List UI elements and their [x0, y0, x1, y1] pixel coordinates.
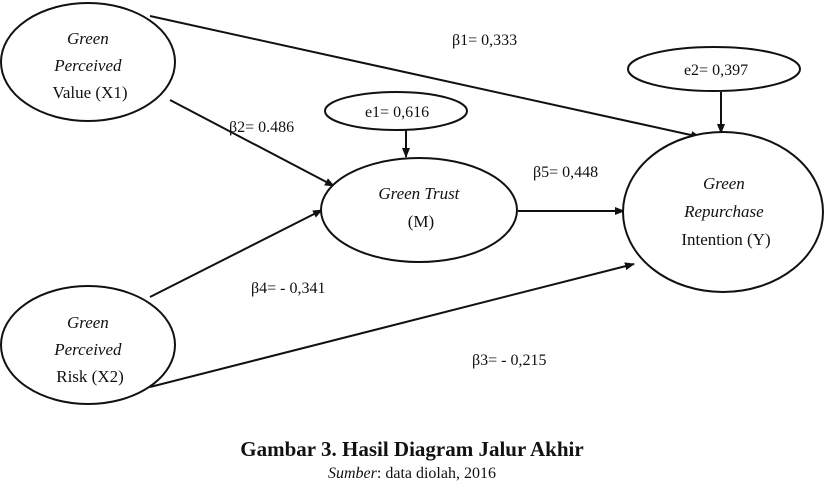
beta-2-label: β2= 0.486 [229, 119, 294, 136]
x1-line-2: Perceived [53, 56, 122, 75]
x2-line-2: Perceived [53, 340, 122, 359]
x2-line-3: Risk (X2) [56, 367, 124, 386]
figure-caption-source: Sumber: data diolah, 2016 [0, 465, 824, 483]
e1-label: e1= 0,616 [365, 104, 429, 121]
beta-4-label: β4= - 0,341 [251, 280, 326, 297]
arrow-x1-to-m [169, 99, 335, 187]
node-green-perceived-value: Green Perceived Value (X1) [0, 2, 176, 122]
y-line-2: Repurchase [683, 202, 764, 221]
beta-3-label: β3= - 0,215 [472, 352, 547, 369]
beta-1-label: β1= 0,333 [452, 32, 517, 49]
figure-caption-title: Gambar 3. Hasil Diagram Jalur Akhir [240, 437, 584, 461]
x2-line-1: Green [67, 313, 109, 332]
node-error-e1: e1= 0,616 [324, 91, 468, 131]
arrow-x2-to-m [149, 209, 323, 298]
node-green-repurchase-intention: Green Repurchase Intention (Y) [622, 131, 824, 293]
node-error-e2: e2= 0,397 [627, 46, 801, 92]
x1-line-1: Green [67, 29, 109, 48]
source-label: Sumber [328, 465, 377, 482]
y-line-3: Intention (Y) [681, 230, 770, 249]
beta-5-label: β5= 0,448 [533, 164, 598, 181]
arrow-x1-to-y [149, 15, 701, 139]
svg-text:Green Perceived Va: Green Perceived Value (X1) [52, 29, 127, 102]
source-text: : data diolah, 2016 [376, 465, 496, 482]
arrow-x2-to-y [149, 262, 635, 388]
y-line-1: Green [703, 174, 745, 193]
svg-text:Green Repurchase I: Green Repurchase Intention (Y) [681, 174, 770, 249]
node-green-perceived-risk: Green Perceived Risk (X2) [0, 285, 176, 405]
x1-line-3: Value (X1) [52, 83, 127, 102]
node-green-trust: Green Trust (M) [320, 157, 518, 263]
m-line-2: (M) [408, 212, 434, 231]
m-line-1: Green Trust [378, 184, 460, 203]
svg-text:Green Trust (M): Green Trust (M) [378, 184, 463, 231]
path-diagram: Green Perceived Value (X1) Green Perceiv… [0, 2, 824, 405]
e2-label: e2= 0,397 [684, 62, 748, 79]
svg-text:Green Perceived Ri: Green Perceived Risk (X2) [53, 313, 126, 386]
